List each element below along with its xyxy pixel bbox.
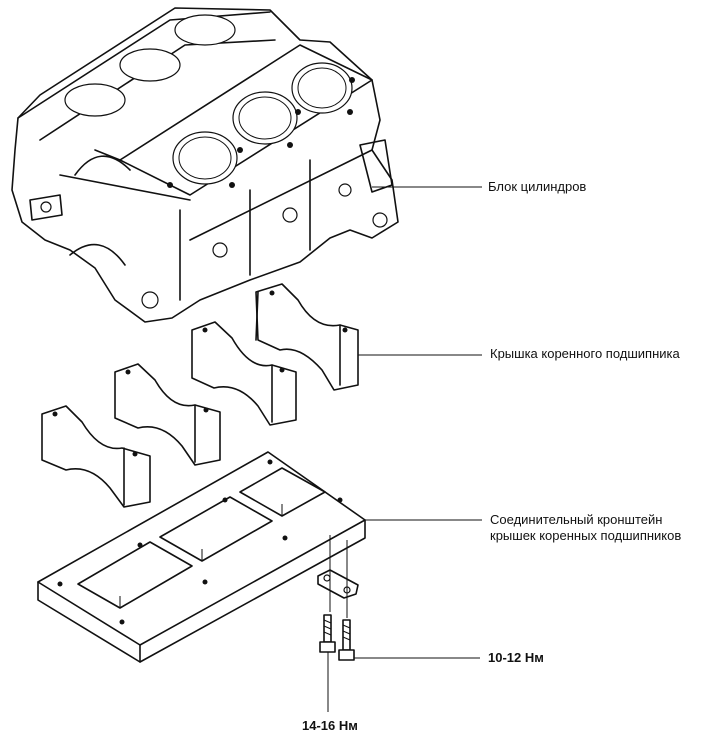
bearing-cap-1: [255, 283, 359, 391]
main-bearing-cap-label: Крышка коренного подшипника: [490, 346, 680, 361]
leader-lines: [327, 186, 482, 712]
bearing-cap-2: [191, 321, 297, 426]
bolts-drawing: [317, 569, 359, 661]
torque-label-small-bolt: 10-12 Нм: [488, 650, 544, 665]
bearing-caps-drawing: [41, 283, 359, 508]
torque-label-large-bolt: 14-16 Нм: [302, 718, 358, 733]
cylinder-block-drawing: [11, 7, 399, 323]
cylinder-block-label: Блок цилиндров: [488, 179, 587, 194]
bearing-cap-4: [41, 405, 151, 508]
bearing-cap-bracket-drawing: [37, 451, 366, 663]
bracket-label-line2: крышек коренных подшипников: [490, 528, 682, 543]
bracket-label-line1: Соединительный кронштейн: [490, 512, 663, 527]
bearing-cap-3: [114, 363, 221, 466]
